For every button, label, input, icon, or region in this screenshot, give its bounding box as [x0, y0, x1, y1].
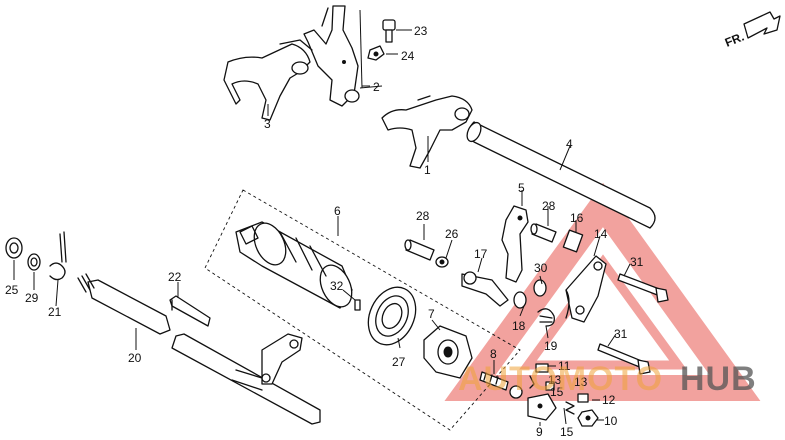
callout-8: 8	[490, 347, 497, 361]
callout-12: 12	[602, 393, 616, 407]
callout-31-top: 31	[630, 255, 644, 269]
dowel-pin-28a	[404, 239, 435, 261]
washer-11	[535, 363, 549, 373]
front-direction-arrow-icon: FR.	[723, 11, 781, 50]
callout-32: 32	[330, 279, 344, 293]
callout-28-right: 28	[542, 199, 556, 213]
collar-16	[562, 229, 584, 253]
shift-fork-center	[303, 5, 360, 107]
callout-2: 2	[373, 80, 380, 94]
bolt-31b	[597, 343, 651, 375]
callout-labels: 23 24 2 3 1 4 5 6 28 16 14 28 26 17 30 3…	[5, 24, 644, 439]
callout-29: 29	[25, 291, 39, 305]
watermark-brand: AUTOMOTO HUB	[458, 360, 757, 398]
drum-center-7	[423, 325, 473, 379]
gearshift-plate-5	[501, 205, 529, 283]
roller-30	[513, 279, 547, 309]
callout-13-right: 13	[574, 375, 588, 389]
fork-shaft	[466, 121, 656, 229]
callout-18: 18	[512, 319, 526, 333]
callout-27: 27	[392, 355, 406, 369]
callout-6: 6	[334, 204, 341, 218]
dowel-pin-28b	[530, 223, 557, 243]
gearshift-spindle-20	[77, 273, 321, 425]
shift-fork-left	[223, 39, 313, 121]
shift-fork-right	[381, 95, 473, 169]
callout-15-bottom: 15	[560, 425, 574, 439]
watermark-brand-part2: HUB	[680, 360, 757, 398]
bolt-31a	[617, 273, 669, 303]
pin-32	[354, 299, 361, 311]
callout-14: 14	[594, 227, 608, 241]
callout-13-left: 13	[548, 373, 562, 387]
drum-shifter-14	[565, 255, 607, 323]
callout-4: 4	[566, 137, 573, 151]
callout-25: 25	[5, 283, 19, 297]
oil-seal-25	[5, 237, 23, 259]
callout-10: 10	[604, 414, 618, 428]
stopper-arm-9	[527, 393, 557, 421]
callout-19: 19	[544, 339, 558, 353]
callout-17: 17	[474, 247, 488, 261]
callout-30: 30	[534, 261, 548, 275]
bearing-27	[367, 286, 417, 346]
callout-3: 3	[264, 117, 271, 131]
callout-16: 16	[570, 211, 584, 225]
callout-15-top: 15	[550, 385, 564, 399]
washer-29	[27, 253, 41, 271]
watermark-logo	[444, 182, 761, 401]
nut-10	[577, 409, 599, 427]
callout-24: 24	[401, 49, 415, 63]
washer-24	[367, 45, 385, 61]
callout-31-bottom: 31	[614, 327, 628, 341]
washer-26	[435, 256, 449, 268]
callout-20: 20	[128, 351, 142, 365]
callout-26: 26	[445, 227, 459, 241]
front-direction-label: FR.	[723, 30, 746, 50]
spring-13	[529, 375, 575, 415]
callout-23: 23	[414, 24, 428, 38]
callout-28-left: 28	[416, 209, 430, 223]
callout-21: 21	[48, 305, 62, 319]
callout-5: 5	[518, 181, 525, 195]
bolt-23	[382, 19, 396, 43]
callout-7: 7	[428, 307, 435, 321]
collar-15	[545, 381, 555, 391]
return-spring-21	[49, 231, 67, 281]
watermark-brand-part1: AUTOMOTO	[458, 360, 663, 398]
callout-leaders	[13, 29, 631, 426]
callout-22: 22	[168, 270, 182, 284]
return-spring-18	[537, 308, 555, 327]
callout-11: 11	[558, 359, 571, 373]
stopper-bolt-8	[479, 371, 523, 399]
callout-1: 1	[424, 163, 431, 177]
bolt-22	[169, 295, 211, 327]
spindle-arm-17	[461, 271, 509, 307]
callout-9: 9	[536, 425, 543, 439]
collar-12	[577, 393, 589, 403]
shift-drum	[235, 221, 353, 309]
